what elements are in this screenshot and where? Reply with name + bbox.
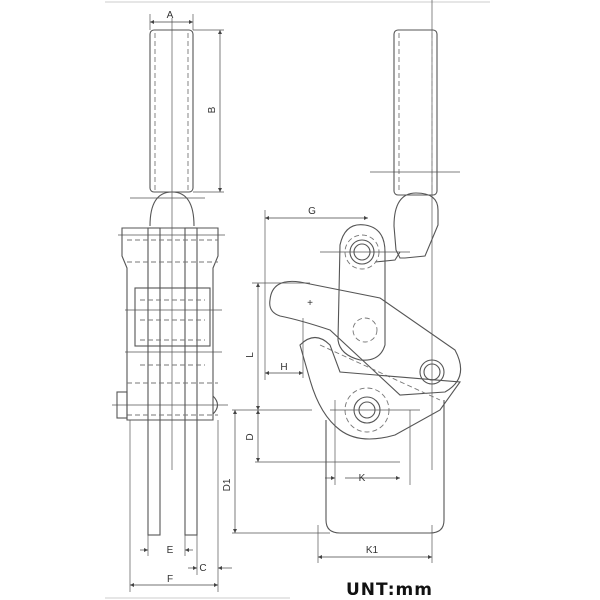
side-view: + — [269, 0, 462, 534]
dim-label-d: D — [245, 433, 256, 440]
dim-label-k: K — [359, 473, 366, 484]
handle-lever-side — [393, 192, 439, 259]
front-dimensions: A B E C F — [129, 10, 232, 592]
dim-label-a: A — [167, 10, 174, 21]
bolt-end — [212, 395, 219, 415]
dim-label-k1: K1 — [366, 545, 379, 556]
front-view — [112, 18, 228, 536]
handle-grip — [149, 29, 194, 193]
clamp-body — [121, 227, 219, 421]
clamp-base-link — [299, 336, 462, 440]
dim-label-g: G — [308, 206, 316, 217]
unit-label: UNT:mm — [346, 580, 433, 600]
dim-label-f: F — [167, 574, 173, 585]
handle-knob — [149, 191, 195, 227]
dim-label-d1: D1 — [222, 478, 233, 491]
svg-text:+: + — [307, 298, 313, 309]
lever-arm — [269, 280, 462, 396]
dim-label-h: H — [280, 362, 287, 373]
handle-grip-side — [393, 29, 438, 196]
right-plate — [184, 227, 198, 536]
rear-pivot — [419, 359, 445, 385]
dim-label-l: L — [245, 352, 256, 358]
bolt-head — [116, 391, 128, 419]
dim-label-b: B — [207, 106, 218, 113]
dim-label-c: C — [199, 563, 206, 574]
side-dimensions: G L H D D1 K K1 — [222, 206, 433, 563]
mounting-base — [325, 400, 445, 534]
link-arm — [337, 224, 386, 361]
left-plate — [147, 227, 161, 536]
dim-label-e: E — [167, 545, 174, 556]
